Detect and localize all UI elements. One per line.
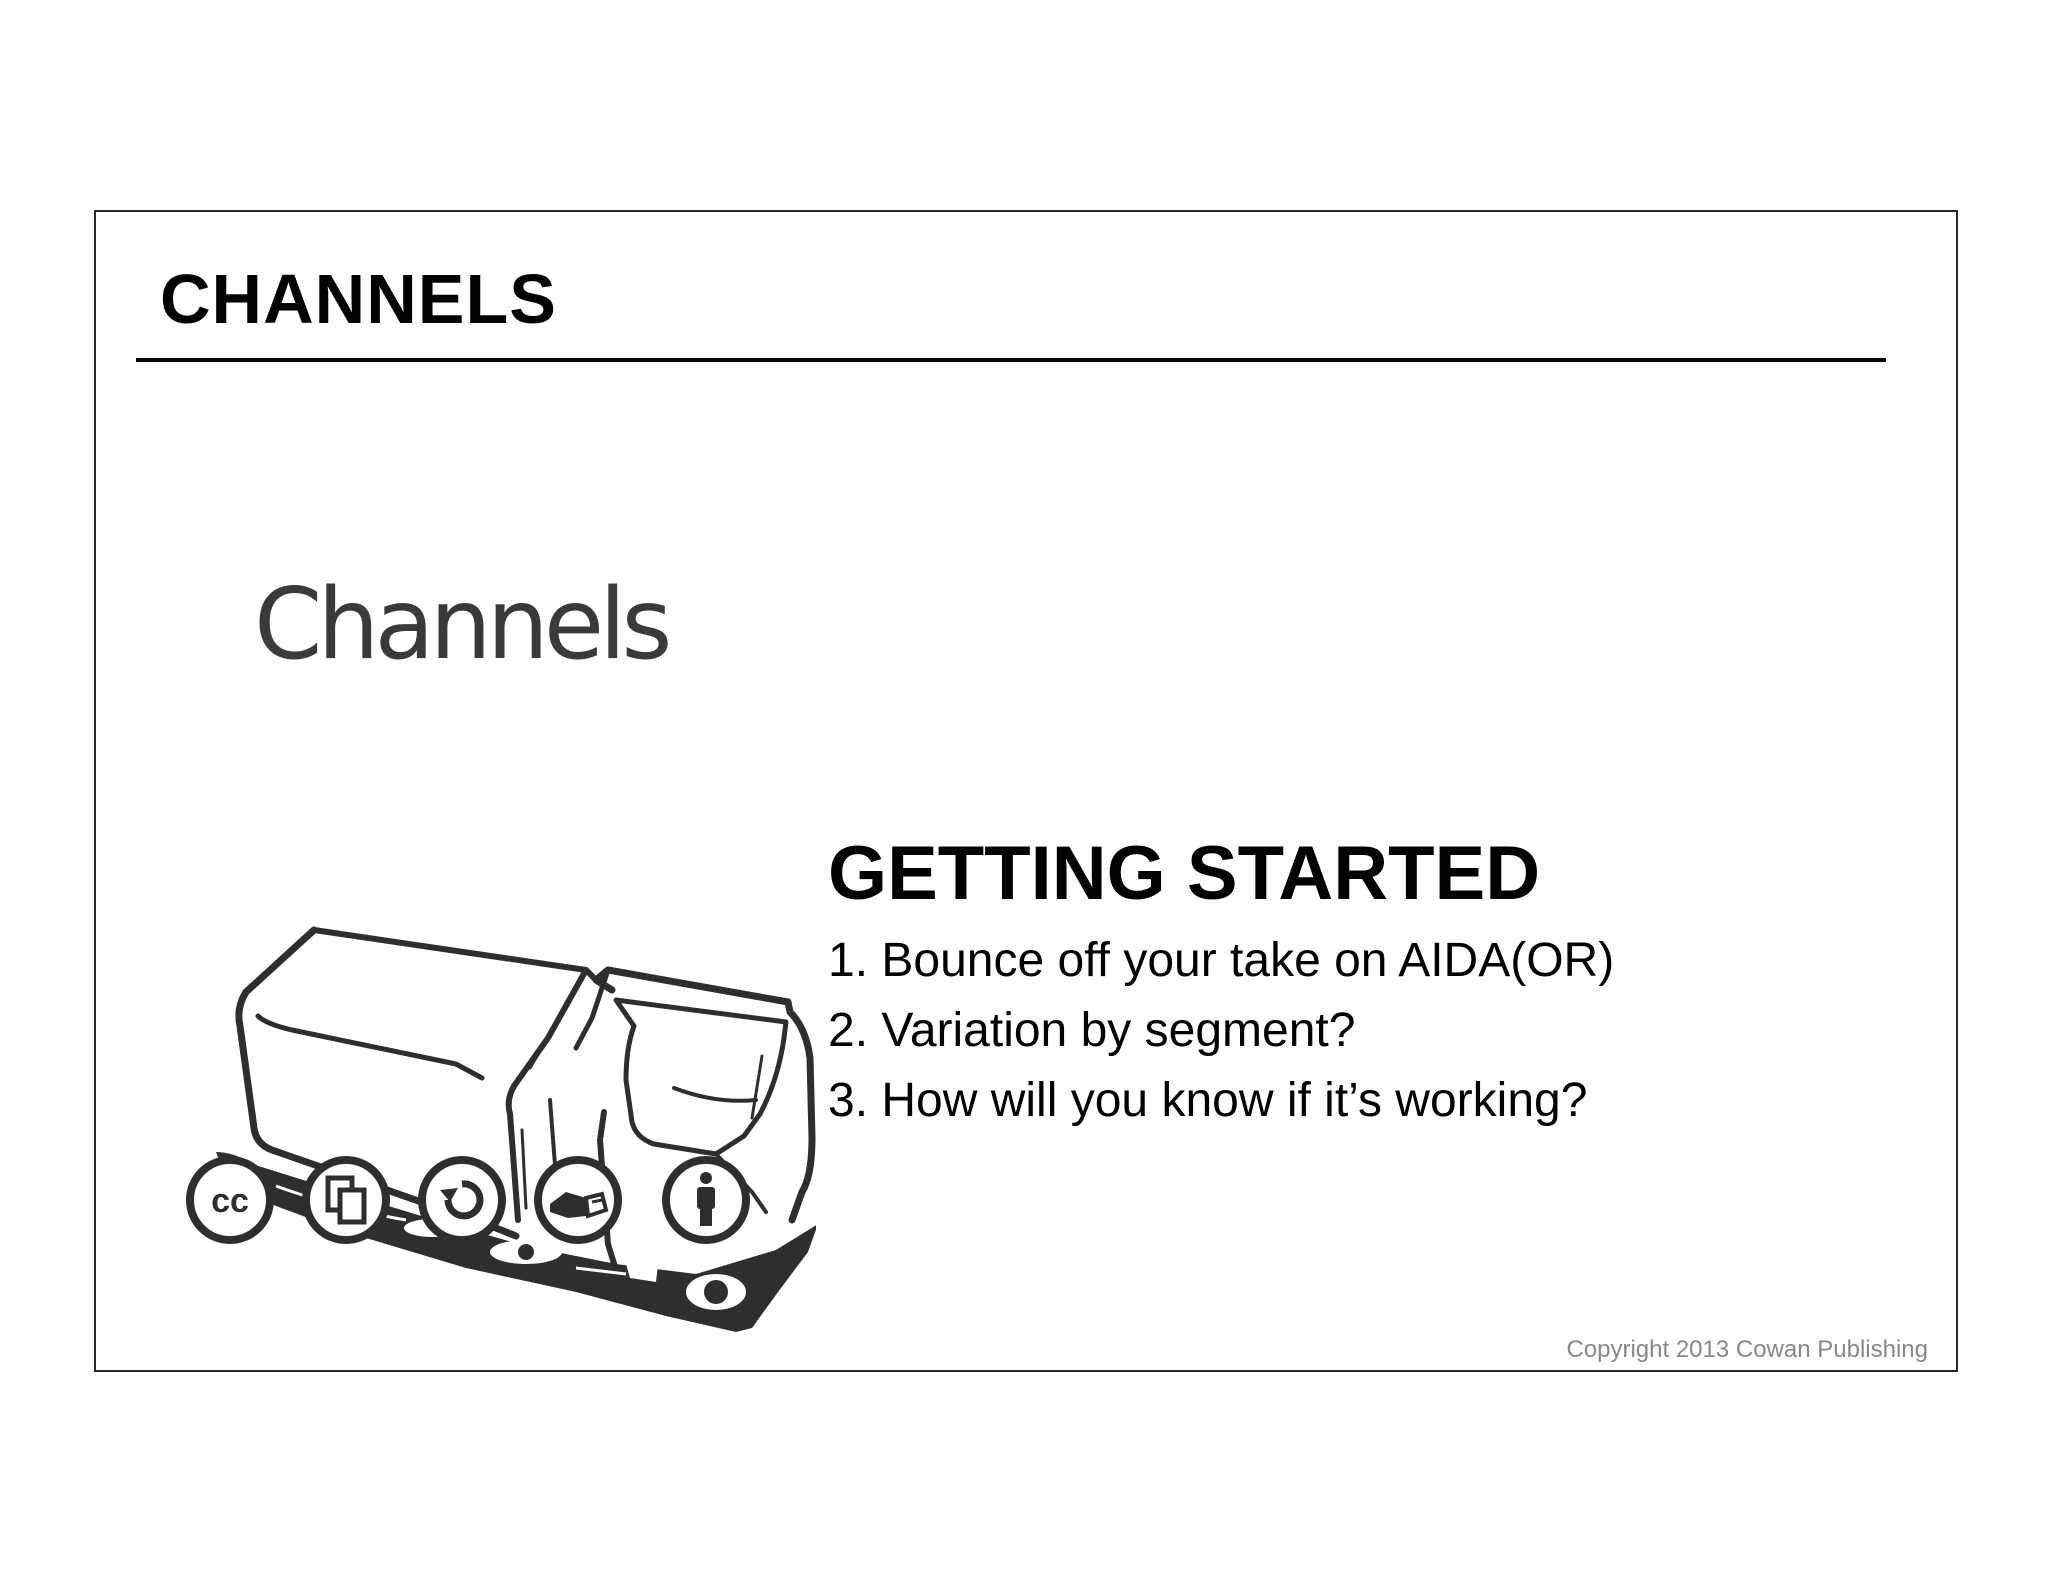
canvas-heading: Channels [254,568,672,682]
list-item: 2. Variation by segment? [828,1004,1356,1057]
list-item: 1. Bounce off your take on AIDA(OR) [828,934,1615,987]
cc-icon-label: cc [211,1182,249,1220]
list-item: 3. How will you know if it’s working? [828,1074,1588,1127]
getting-started-title: GETTING STARTED [828,831,1541,916]
copyright-footer: Copyright 2013 Cowan Publishing [1566,1336,1928,1363]
noncommercial-icon [534,1156,622,1244]
attribution-icon [662,1156,750,1244]
share-icon [302,1156,390,1244]
getting-started-section: GETTING STARTED 1. Bounce off your take … [828,836,1828,1136]
remix-icon [418,1156,506,1244]
license-icon-row: cc [184,1154,784,1254]
slide-title: CHANNELS [160,260,557,338]
cc-icon: cc [186,1156,274,1244]
title-divider [136,358,1886,362]
getting-started-list: 1. Bounce off your take on AIDA(OR) 2. V… [828,926,1828,1136]
slide-frame: CHANNELS Channels [94,210,1958,1372]
